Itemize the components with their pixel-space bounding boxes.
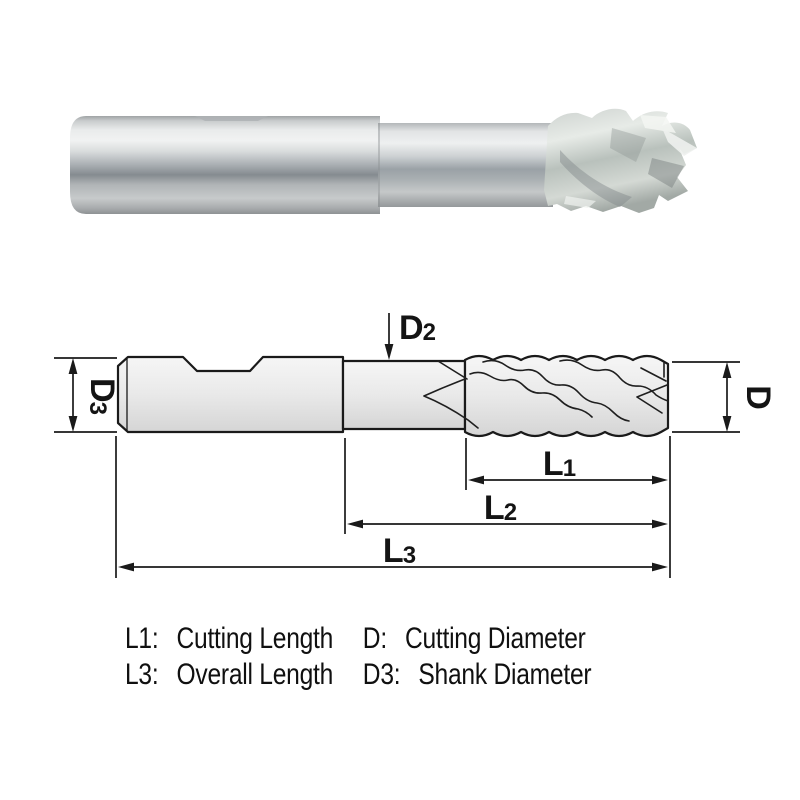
drawing-end-tooth-lines bbox=[636, 362, 668, 414]
photo-cutting-cylinder bbox=[378, 123, 553, 207]
legend-label: D: bbox=[362, 622, 387, 655]
dim-d: D bbox=[672, 361, 777, 433]
endmill-photo bbox=[70, 108, 697, 214]
legend-label: L1: bbox=[125, 622, 159, 655]
drawing-flute-line-1 bbox=[469, 371, 593, 418]
legend-label: L3: bbox=[125, 658, 159, 691]
drawing-flute-line-3 bbox=[559, 359, 669, 402]
technical-drawing: D3 D D2 L1 bbox=[54, 309, 777, 578]
dim-d2: D2 bbox=[384, 309, 437, 360]
dim-l3: L3 bbox=[115, 436, 671, 578]
drawing-flute-line-2 bbox=[482, 359, 630, 422]
photo-flute-highlight-1 bbox=[640, 115, 676, 133]
drawing-flute-runout bbox=[423, 360, 479, 429]
label-d2: D2 bbox=[399, 309, 436, 347]
legend-desc: Overall Length bbox=[176, 658, 334, 691]
label-l3: L3 bbox=[383, 532, 416, 570]
legend-item-d: D: Cutting Diameter bbox=[363, 621, 592, 656]
label-d: D bbox=[739, 385, 777, 409]
photo-flute-shadow-3 bbox=[648, 158, 684, 188]
legend-desc: Cutting Diameter bbox=[404, 622, 586, 655]
legend-item-l3: L3: Overall Length bbox=[125, 657, 363, 692]
legend: L1: Cutting Length D: Cutting Diameter L… bbox=[125, 621, 592, 692]
photo-flute-tooth bbox=[662, 128, 697, 156]
dim-l1: L1 bbox=[465, 438, 668, 490]
legend-item-d3: D3: Shank Diameter bbox=[363, 657, 592, 692]
photo-shank bbox=[70, 116, 380, 214]
label-l2: L2 bbox=[484, 489, 517, 527]
dim-l2: L2 bbox=[344, 438, 668, 534]
photo-flute-mass bbox=[544, 108, 697, 213]
legend-desc: Shank Diameter bbox=[418, 658, 592, 691]
label-l1: L1 bbox=[543, 445, 576, 483]
photo-flute-shadow-1 bbox=[560, 150, 632, 207]
label-d3: D3 bbox=[83, 378, 121, 415]
legend-label: D3: bbox=[362, 658, 401, 691]
drawing-neck bbox=[341, 359, 467, 431]
drawing-shank bbox=[116, 355, 345, 434]
legend-item-l1: L1: Cutting Length bbox=[125, 621, 363, 656]
dim-d3: D3 bbox=[54, 357, 121, 433]
photo-flute-highlight-2 bbox=[564, 196, 596, 208]
legend-desc: Cutting Length bbox=[176, 622, 334, 655]
photo-flute-shadow-2 bbox=[610, 128, 646, 162]
photo-shank-flat-notch bbox=[195, 116, 268, 121]
